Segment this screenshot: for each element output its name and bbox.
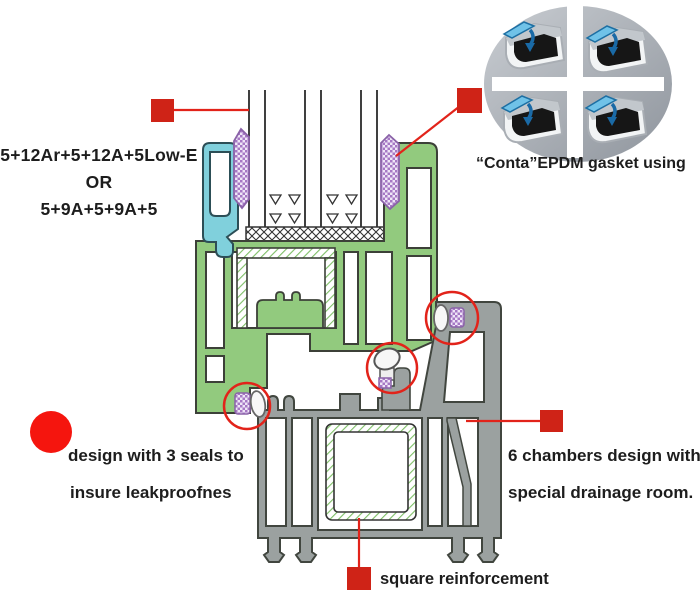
red-bullet-dot <box>30 411 72 453</box>
frame-drainage-strut <box>446 417 472 527</box>
glazing-spec-line1: 5+12Ar+5+12A+5Low-E <box>0 145 198 165</box>
callout-line-gasket <box>395 105 461 157</box>
gasket-inset-circle <box>484 6 672 162</box>
chambers-note-line1: 6 chambers design with <box>508 446 700 465</box>
gasket-thumb-4 <box>584 94 648 144</box>
seals-note-line2: insure leakproofnes <box>70 483 232 502</box>
callout-square-chambers <box>540 410 563 432</box>
reinforcement-note: square reinforcement <box>380 570 549 588</box>
callout-square-reinforcement <box>347 567 371 590</box>
callout-square-gasket <box>457 88 482 113</box>
seal-middle-hardware <box>373 347 401 389</box>
seal-highlight-circle-3 <box>424 290 480 346</box>
square-reinforcement <box>325 423 417 521</box>
seal-bottom-left <box>234 390 267 418</box>
spacer-bar-2 <box>322 187 360 227</box>
chambers-note-line2: special drainage room. <box>508 483 694 502</box>
spacer-bar-1 <box>266 187 304 227</box>
seals-note-line1: design with 3 seals to <box>68 446 244 465</box>
seal-highlight-circle-2 <box>365 341 419 395</box>
glazing-spec-label: 5+12Ar+5+12A+5Low-E OR 5+9A+5+9A+5 <box>0 142 198 223</box>
sash-reinforcement-channel <box>236 247 336 329</box>
seal-highlight-circle-1 <box>222 381 272 431</box>
sash-screw-boss <box>256 291 324 329</box>
glazing-spec-line2: OR <box>85 172 113 192</box>
glazing-gasket-left <box>233 127 250 210</box>
gasket-caption: “Conta”EPDM gasket using <box>476 155 686 172</box>
gasket-thumb-1 <box>502 20 566 70</box>
seal-top-right <box>433 304 465 332</box>
gasket-thumb-2 <box>585 24 649 74</box>
gasket-thumb-3 <box>500 94 564 144</box>
callout-square-glazing <box>151 99 174 122</box>
glazing-bead <box>202 142 239 258</box>
glazing-spec-line3: 5+9A+5+9A+5 <box>40 199 158 219</box>
glazing-gasket-right <box>380 133 400 211</box>
